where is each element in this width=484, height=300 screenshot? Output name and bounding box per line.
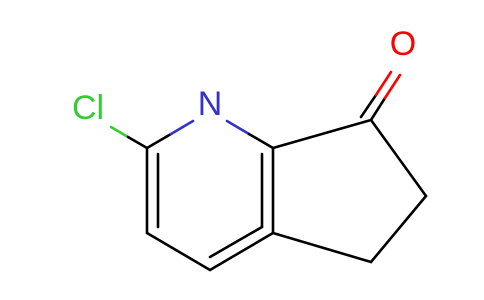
chlorine-atom-label: Cl: [72, 89, 104, 127]
bond-c5-c4a: [271, 231, 373, 264]
bond-c4-c4a-inner: [208, 225, 264, 259]
bond-c3-c4: [145, 231, 212, 272]
bond-c2-n-n-part: [169, 119, 195, 136]
nitrogen-atom-label: N: [198, 85, 223, 123]
bond-c7-o-c-part-right: [369, 96, 387, 122]
bond-cl-c2-cl-part: [109, 125, 130, 139]
bond-c2-n-c-part: [145, 132, 173, 150]
bond-c7-c6: [369, 118, 428, 198]
bond-c7a-c7: [271, 118, 373, 150]
bond-n-c7a-c-part: [247, 132, 275, 150]
bond-c7-o-o-part-right: [383, 73, 402, 100]
bond-c6-c5: [369, 194, 428, 264]
bond-c7-o-o-part-left: [374, 70, 393, 97]
bond-cl-c2-c-part: [126, 135, 149, 150]
bond-n-c7a-n-part: [225, 119, 251, 136]
oxygen-atom-label: O: [390, 25, 416, 63]
bond-c4-c4a: [208, 231, 275, 272]
bond-c7-o-c-part-left: [359, 93, 378, 119]
